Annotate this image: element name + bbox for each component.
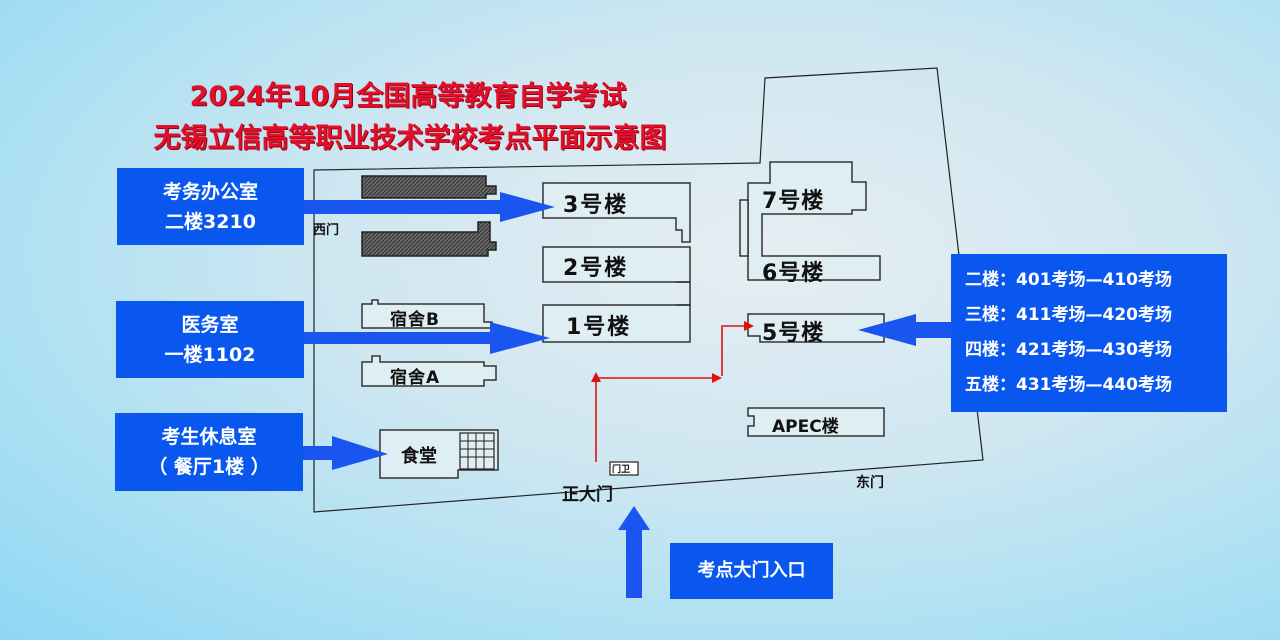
building-2-label: 2号楼	[563, 256, 629, 281]
rest-room-location: （ 餐厅1楼 ）	[148, 456, 270, 478]
canteen-label: 食堂	[401, 446, 437, 467]
entrance-label: 考点大门入口	[697, 560, 806, 581]
map-title-line2: 无锡立信高等职业技术学校考点平面示意图	[153, 123, 667, 154]
building-6-label: 6号楼	[762, 261, 825, 286]
legend-floor-3: 三楼：411考场—420考场	[965, 305, 1172, 325]
guard-house	[609, 461, 639, 476]
dorm-a-outline	[361, 355, 497, 387]
exam-office-room: 二楼3210	[165, 210, 256, 233]
building-7-label: 7号楼	[762, 189, 825, 214]
building-5-label: 5号楼	[762, 321, 825, 346]
rest-room-name: 考生休息室	[161, 426, 257, 448]
guard-house-label: 门卫	[612, 465, 631, 475]
medical-room-name: 医务室	[181, 313, 239, 336]
main-gate-label: 正大门	[562, 485, 613, 505]
dorm-b-label: 宿舍B	[390, 310, 440, 330]
west-dark-buildings	[361, 175, 497, 257]
legend-floor-5: 五楼：431考场—440考场	[965, 375, 1172, 395]
building-complex-6-7	[739, 161, 881, 281]
route-arrowheads	[591, 321, 754, 383]
medical-room-location: 一楼1102	[164, 343, 256, 366]
legend-floor-2: 二楼：401考场—410考场	[965, 270, 1172, 290]
entrance-box: 考点大门入口	[670, 543, 833, 599]
route-path	[595, 325, 746, 462]
exam-office-box: 考务办公室 二楼3210	[117, 168, 304, 245]
canteen-outline	[379, 429, 499, 479]
west-gate-label: 西门	[313, 223, 340, 238]
exam-rooms-legend: 二楼：401考场—410考场 三楼：411考场—420考场 四楼：421考场—4…	[951, 254, 1227, 412]
apec-building-outline	[747, 407, 885, 437]
dorm-b-outline	[361, 299, 493, 329]
building-1-label: 1号楼	[566, 315, 632, 340]
legend-floor-4: 四楼：421考场—430考场	[965, 340, 1172, 360]
building-3-label: 3号楼	[563, 193, 629, 218]
map-title-line1: 2024年10月全国高等教育自学考试	[189, 81, 627, 112]
dorm-a-label: 宿舍A	[390, 368, 441, 388]
apec-building-label: APEC楼	[772, 417, 839, 437]
medical-room-box: 医务室 一楼1102	[116, 301, 304, 378]
campus-boundary	[313, 67, 984, 513]
east-gate-label: 东门	[856, 475, 884, 491]
building-complex-1-2-3	[542, 182, 691, 343]
exam-office-name: 考务办公室	[162, 180, 258, 203]
blue-arrows	[256, 192, 952, 598]
rest-room-box: 考生休息室 （ 餐厅1楼 ）	[115, 413, 303, 491]
building-5-outline	[747, 313, 885, 343]
